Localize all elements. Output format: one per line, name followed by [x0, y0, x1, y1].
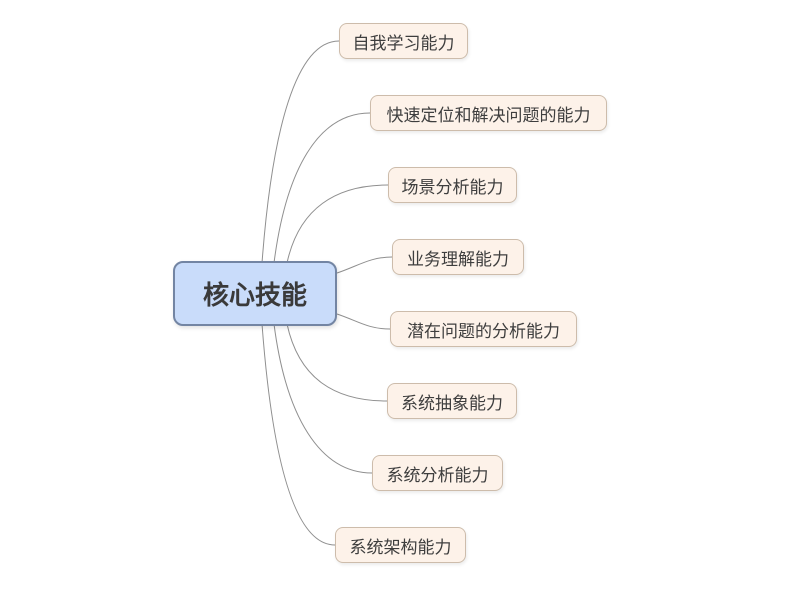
connector-line — [336, 256, 393, 274]
child-node-self-learning[interactable]: 自我学习能力 — [339, 23, 468, 59]
connector-line — [273, 112, 371, 264]
root-node[interactable]: 核心技能 — [173, 261, 337, 326]
child-node-business-understanding[interactable]: 业务理解能力 — [392, 239, 524, 275]
child-node-system-analysis[interactable]: 系统分析能力 — [372, 455, 503, 491]
connector-line — [261, 323, 336, 546]
child-node-scenario-analysis[interactable]: 场景分析能力 — [388, 167, 517, 203]
connector-line — [286, 184, 389, 264]
child-node-potential-problem-analysis[interactable]: 潜在问题的分析能力 — [390, 311, 577, 347]
connector-line — [273, 323, 373, 474]
child-node-system-architecture[interactable]: 系统架构能力 — [335, 527, 466, 563]
child-node-system-abstraction[interactable]: 系统抽象能力 — [387, 383, 517, 419]
connector-line — [286, 323, 388, 402]
connector-line — [336, 313, 391, 330]
connector-line — [261, 40, 340, 264]
child-node-problem-solving[interactable]: 快速定位和解决问题的能力 — [370, 95, 607, 131]
